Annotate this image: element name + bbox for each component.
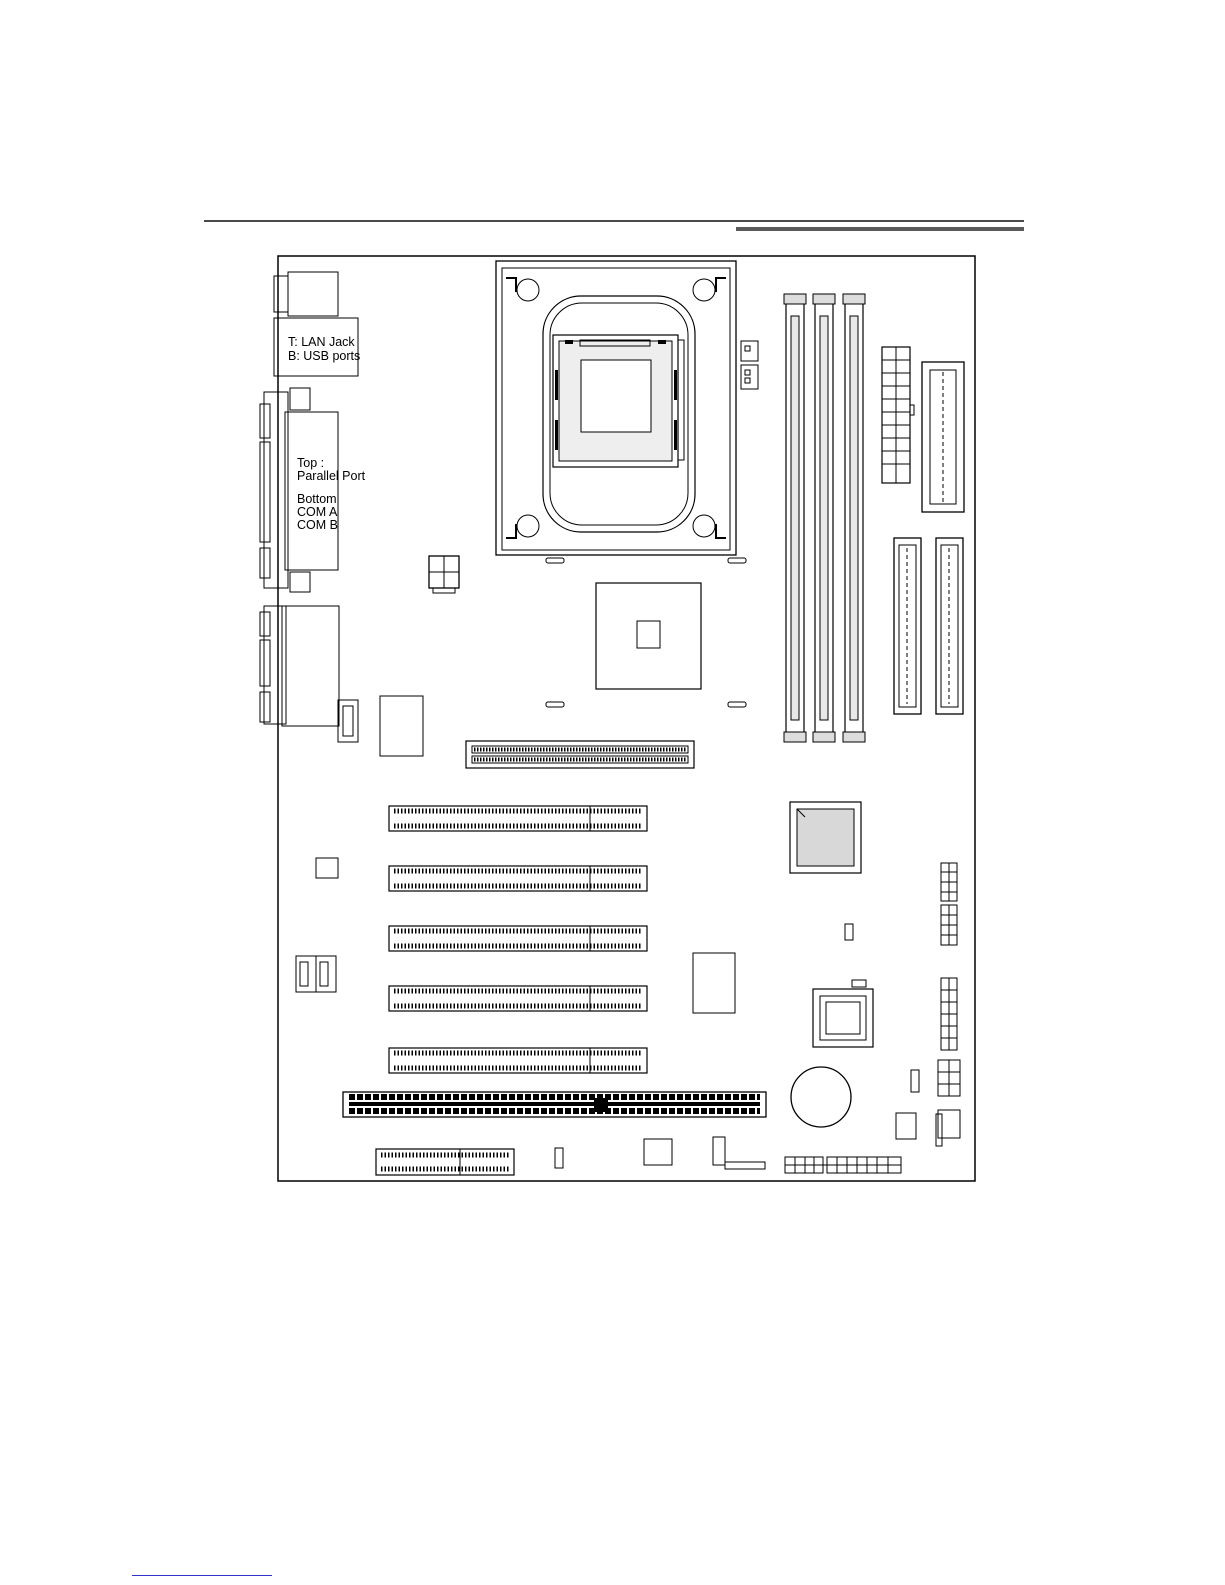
atx-12v-connector [429, 556, 459, 593]
usb-header-1 [941, 863, 957, 901]
io-chip [380, 696, 423, 756]
usb-header-2 [941, 905, 957, 945]
dimm-slot-2 [813, 294, 835, 742]
parallel-port-label: Parallel Port [297, 469, 366, 483]
footer-link-underline [132, 1575, 272, 1576]
pci-slot-5 [389, 1048, 647, 1073]
floppy-connector [922, 362, 964, 512]
long-expansion-slot [343, 1092, 766, 1117]
usb-ports-label: B: USB ports [288, 349, 360, 363]
cmos-battery [791, 1067, 851, 1127]
atx-power-connector [882, 347, 914, 483]
jumper-1 [845, 924, 853, 940]
cpu-socket [553, 335, 684, 467]
cpu-fan-header [741, 341, 758, 389]
small-square-chip [644, 1139, 672, 1165]
front-panel-header [941, 978, 957, 1050]
dimm-slot-1 [784, 294, 806, 742]
north-bridge-chip [596, 583, 701, 689]
top-label: Top : [297, 456, 324, 470]
jumper-3 [555, 1148, 563, 1168]
com-a-label: COM A [297, 505, 338, 519]
audio-connector [260, 606, 339, 726]
pci-slot-4 [389, 986, 647, 1011]
cd-in-connectors [296, 956, 336, 992]
pci-slot-2 [389, 866, 647, 891]
small-chip [316, 858, 338, 878]
bottom-label: Bottom [297, 492, 337, 506]
com-b-label: COM B [297, 518, 338, 532]
bios-chip [813, 989, 873, 1047]
jumper-2 [852, 980, 866, 987]
ide-connector-primary [894, 538, 921, 714]
south-bridge-chip [790, 802, 861, 873]
ir-header [911, 1060, 960, 1096]
audio-codec-chip [693, 953, 735, 1013]
system-fan-header [338, 700, 358, 742]
ide-connector-secondary [936, 538, 963, 714]
parallel-com-connector: Top : Parallel Port Bottom COM A COM B [260, 388, 366, 592]
standoff-markers [546, 558, 746, 707]
pci-slot-3 [389, 926, 647, 951]
agp-slot [466, 741, 694, 768]
pci-slot-1 [389, 806, 647, 831]
ps2-ports [274, 272, 338, 316]
lan-usb-connector: T: LAN Jack B: USB ports [274, 318, 360, 376]
cnr-slot [376, 1149, 514, 1175]
lan-jack-label: T: LAN Jack [288, 335, 355, 349]
dimm-slot-3 [843, 294, 865, 742]
power-fan-header [713, 1137, 765, 1169]
bottom-pin-headers [785, 1157, 901, 1173]
chassis-intrusion-header [896, 1110, 960, 1146]
